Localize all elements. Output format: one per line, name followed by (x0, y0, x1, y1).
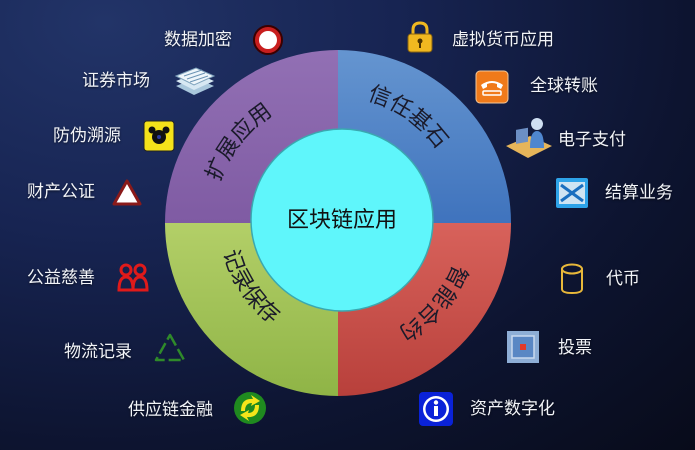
item-label: 全球转账 (530, 76, 598, 96)
warning-triangle-icon (112, 179, 142, 206)
item-label: 虚拟货币应用 (452, 30, 554, 50)
center-title: 区块链应用 (287, 208, 397, 233)
item-label: 防伪溯源 (53, 126, 121, 146)
info-icon (419, 392, 453, 426)
cylinder-icon (561, 263, 583, 295)
computer-user-icon (506, 118, 552, 158)
ballot-box-icon (507, 331, 539, 363)
item-label: 结算业务 (605, 183, 673, 203)
no-entry-circle-icon (253, 25, 283, 55)
item-label: 公益慈善 (27, 268, 95, 288)
recycle-icon (154, 333, 186, 362)
envelope-icon (556, 178, 588, 208)
item-label: 物流记录 (64, 342, 132, 362)
item-label: 供应链金融 (128, 400, 213, 420)
padlock-icon (407, 21, 433, 53)
center-circle (250, 128, 434, 312)
item-label: 资产数字化 (470, 399, 555, 419)
telephone-icon (475, 70, 509, 104)
item-label: 电子支付 (558, 130, 626, 150)
refresh-arrows-icon (234, 392, 266, 424)
item-label: 证券市场 (82, 71, 150, 91)
biohazard-icon (143, 120, 175, 152)
item-label: 代币 (606, 269, 640, 289)
stacked-papers-icon (174, 67, 216, 95)
item-label: 数据加密 (164, 30, 232, 50)
item-label: 投票 (558, 338, 592, 358)
people-group-icon (117, 263, 149, 292)
item-label: 财产公证 (27, 182, 95, 202)
